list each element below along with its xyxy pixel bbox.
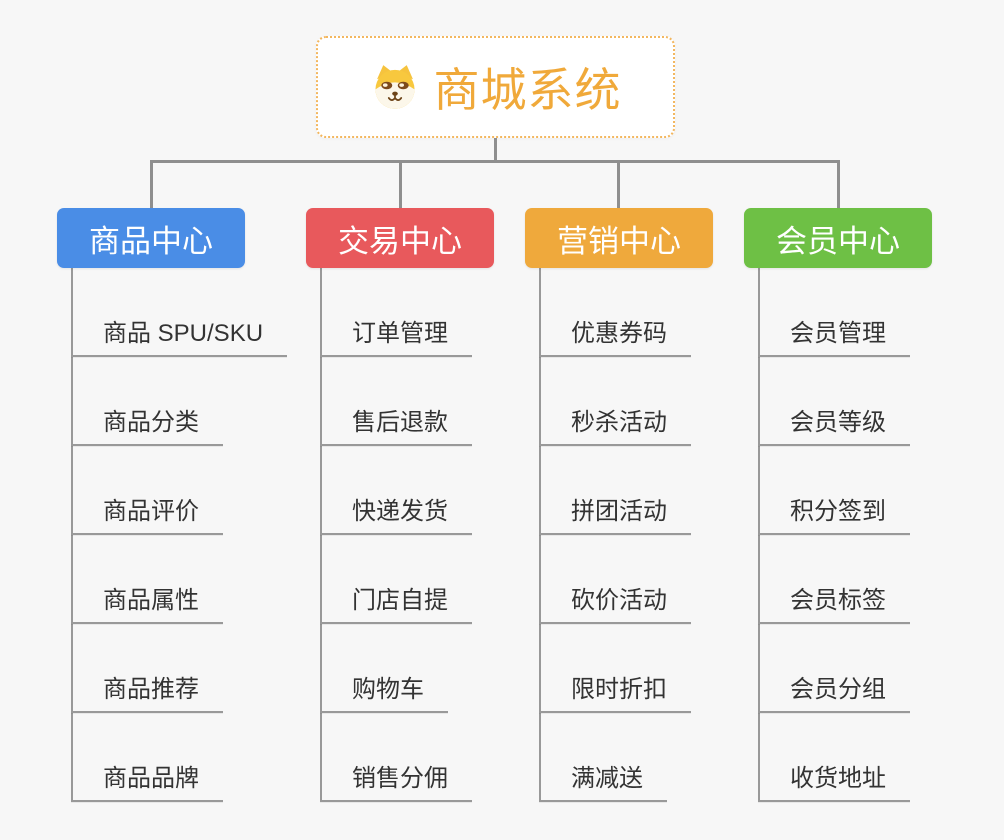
branch-node-trade[interactable]: 交易中心 (306, 208, 494, 268)
branch-column-members: 会员中心 会员管理会员等级积分签到会员标签会员分组收货地址 (744, 208, 1004, 828)
branch-item[interactable]: 积分签到 (758, 497, 910, 535)
branch-items: 优惠券码秒杀活动拼团活动砍价活动限时折扣满减送 (525, 208, 805, 828)
branch-column-marketing: 营销中心 优惠券码秒杀活动拼团活动砍价活动限时折扣满减送 (525, 208, 805, 828)
branch-column-trade: 交易中心 订单管理售后退款快递发货门店自提购物车销售分佣 (306, 208, 586, 828)
branch-drop-line (150, 162, 153, 208)
branch-drop-line (617, 162, 620, 208)
branch-item[interactable]: 订单管理 (320, 319, 472, 357)
branch-items: 会员管理会员等级积分签到会员标签会员分组收货地址 (744, 208, 1004, 828)
branch-item[interactable]: 优惠券码 (539, 319, 691, 357)
branch-item[interactable]: 门店自提 (320, 586, 472, 624)
branch-item[interactable]: 会员管理 (758, 319, 910, 357)
branch-item[interactable]: 商品品牌 (71, 764, 223, 802)
branch-item[interactable]: 砍价活动 (539, 586, 691, 624)
root-title: 商城系统 (433, 64, 622, 116)
branch-item[interactable]: 商品推荐 (71, 675, 223, 713)
branch-item[interactable]: 收货地址 (758, 764, 910, 802)
branch-drop-line (399, 162, 402, 208)
branch-item[interactable]: 销售分佣 (320, 764, 472, 802)
branch-item[interactable]: 商品评价 (71, 497, 223, 535)
branch-item[interactable]: 购物车 (320, 675, 448, 713)
branch-node-products[interactable]: 商品中心 (57, 208, 245, 268)
branch-item[interactable]: 商品分类 (71, 408, 223, 446)
branch-drop-line (837, 162, 840, 208)
dog-face-icon (374, 65, 415, 109)
branch-horizontal-line (150, 160, 840, 163)
branch-item[interactable]: 会员标签 (758, 586, 910, 624)
root-node[interactable]: 商城系统 (316, 36, 675, 138)
branch-node-marketing[interactable]: 营销中心 (525, 208, 713, 268)
branch-item[interactable]: 拼团活动 (539, 497, 691, 535)
branch-item[interactable]: 会员分组 (758, 675, 910, 713)
branch-node-members[interactable]: 会员中心 (744, 208, 932, 268)
branch-item[interactable]: 限时折扣 (539, 675, 691, 713)
branch-item[interactable]: 商品 SPU/SKU (71, 319, 288, 357)
branch-items: 商品 SPU/SKU 商品分类商品评价商品属性商品推荐商品品牌 (57, 208, 337, 828)
branch-item[interactable]: 会员等级 (758, 408, 910, 446)
branch-item[interactable]: 售后退款 (320, 408, 472, 446)
branch-item[interactable]: 商品属性 (71, 586, 223, 624)
branch-item[interactable]: 秒杀活动 (539, 408, 691, 446)
branch-item[interactable]: 快递发货 (320, 497, 472, 535)
branch-items: 订单管理售后退款快递发货门店自提购物车销售分佣 (306, 208, 586, 828)
branch-item[interactable]: 满减送 (539, 764, 667, 802)
branch-column-products: 商品中心 商品 SPU/SKU 商品分类商品评价商品属性商品推荐商品品牌 (57, 208, 337, 828)
root-stem-line (494, 138, 497, 161)
